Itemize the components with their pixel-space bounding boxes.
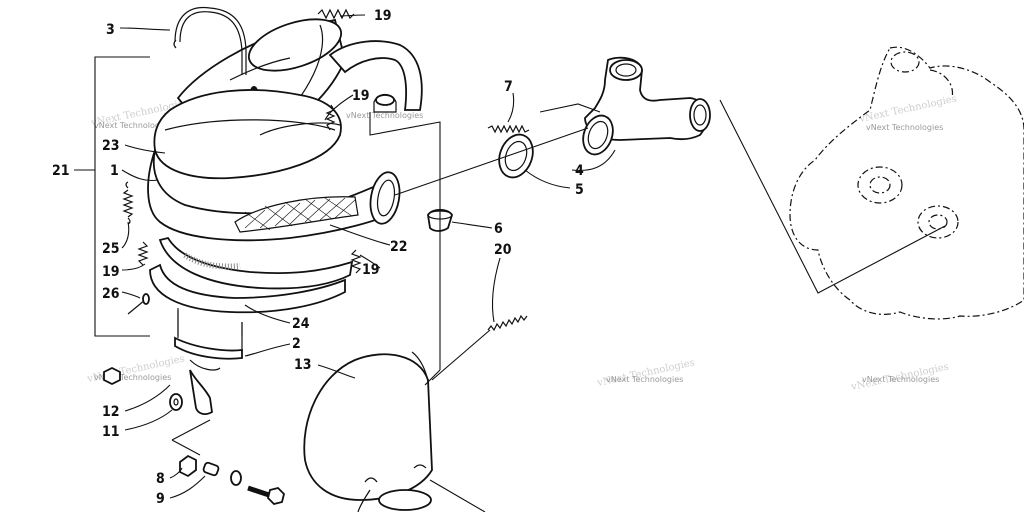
- spring-left: [137, 241, 149, 266]
- callout-19-left: 19: [102, 264, 120, 280]
- leader-lines: [119, 14, 616, 499]
- callout-8: 8: [156, 471, 165, 487]
- callout-12: 12: [102, 404, 120, 420]
- callout-21: 21: [52, 163, 70, 179]
- watermark: vNext Technologies: [606, 375, 683, 384]
- callout-19-upper: 19: [352, 88, 370, 104]
- bracket-hardware: [103, 359, 285, 505]
- callout-20: 20: [494, 242, 512, 258]
- callout-22: 22: [390, 239, 408, 255]
- spring-20: [487, 314, 528, 332]
- callout-2: 2: [292, 336, 301, 352]
- callout-13: 13: [294, 357, 312, 373]
- callout-25: 25: [102, 241, 120, 257]
- watermark: vNext Technologies: [866, 123, 943, 132]
- watermark: vNext Technologies: [94, 373, 171, 382]
- callout-24: 24: [292, 316, 310, 332]
- air-silencer: [303, 351, 433, 512]
- callout-9: 9: [156, 491, 165, 507]
- assembly-bracket: [74, 56, 150, 337]
- mount-bracket: [174, 310, 243, 360]
- spring-right: [350, 249, 362, 274]
- callout-7: 7: [504, 79, 513, 95]
- spring-hook: [173, 6, 247, 75]
- spring-25: [122, 181, 134, 225]
- watermark: vNext Technologies: [862, 375, 939, 384]
- expansion-chamber: [147, 40, 423, 314]
- engine-outline: [789, 46, 1024, 320]
- watermark: vNext Technologies: [346, 111, 423, 120]
- watermark-shadow: vNext Technologies: [595, 358, 695, 390]
- callout-4: 4: [575, 163, 584, 179]
- watermark: vNext Technologies: [94, 121, 171, 130]
- callouts: 3 19 19 23 1 21 25 19 19 26 24 2 22 6 20…: [52, 8, 584, 507]
- callout-26: 26: [102, 286, 120, 302]
- callout-3: 3: [106, 22, 115, 38]
- callout-11: 11: [102, 424, 120, 440]
- spring-7: [487, 124, 530, 134]
- callout-6: 6: [494, 221, 503, 237]
- spring: [317, 8, 355, 20]
- spring-clip: [373, 93, 397, 113]
- callout-1: 1: [110, 163, 119, 179]
- assembly-lines: [171, 99, 946, 512]
- callout-5: 5: [575, 182, 584, 198]
- callout-19-top: 19: [374, 8, 392, 24]
- y-pipe: [582, 56, 711, 156]
- rivet: [127, 293, 150, 315]
- callout-19-right: 19: [362, 262, 380, 278]
- callout-23: 23: [102, 138, 120, 154]
- gasket: [498, 133, 534, 179]
